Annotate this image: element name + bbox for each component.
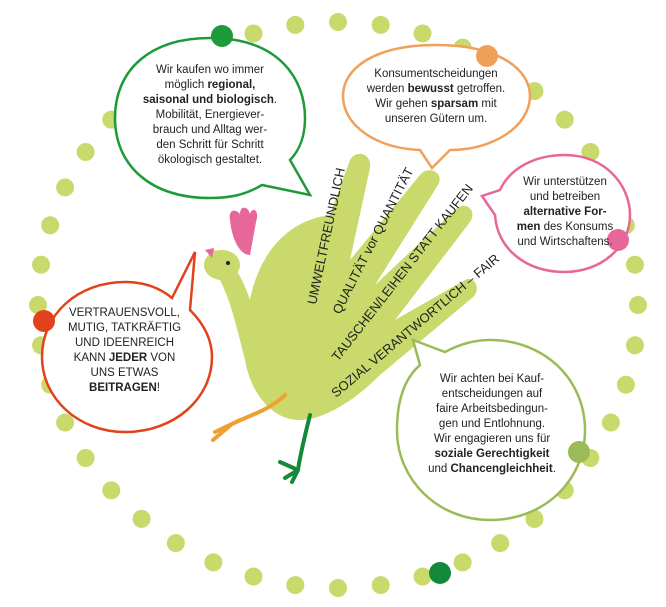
ring-dot (601, 413, 620, 432)
bubble-green (113, 36, 313, 200)
ring-dot (555, 110, 574, 129)
ring-dot (329, 579, 347, 597)
accent-dot-orange (476, 45, 498, 67)
bubble-olive-text: Wir achten bei Kauf- entscheidungen auf … (428, 373, 556, 475)
bubble-orange-text: Konsumentscheidungen werden bewusst getr… (366, 68, 506, 125)
accent-dot-green (211, 25, 233, 47)
ring-dot (41, 216, 60, 235)
rooster-comb (229, 207, 258, 255)
ring-dot (371, 576, 390, 595)
ring-dot (166, 534, 185, 553)
ring-dot (525, 509, 544, 528)
ring-dot (76, 142, 95, 161)
ring-dot (371, 15, 390, 34)
bubble-red (40, 251, 214, 434)
ring-dot (286, 576, 305, 595)
ring-dot (76, 449, 95, 468)
bubble-red-text: VERTRAUENSVOLL, MUTIG, TATKRÄFTIG UND ID… (67, 307, 182, 394)
ring-dot (629, 296, 647, 314)
ring-dot (625, 255, 644, 274)
ring-dot (244, 24, 263, 43)
ring-dot (32, 255, 51, 274)
ring-dot (29, 296, 47, 314)
bubble-orange (341, 43, 532, 170)
ring-dot (329, 13, 347, 31)
ring-dot (56, 413, 75, 432)
ring-dot (413, 24, 432, 43)
rooster-leg-orange (211, 393, 287, 442)
rooster-leg-green (278, 413, 312, 484)
accent-dot-olive (568, 441, 590, 463)
ring-dot (56, 178, 75, 197)
bubble-olive (395, 337, 587, 522)
ring-dot (286, 15, 305, 34)
bubble-pink-text: Wir unterstützen und betreiben alternati… (516, 176, 614, 248)
accent-dot-red (33, 310, 55, 332)
ring-dot (102, 481, 121, 500)
ring-dot (244, 567, 263, 586)
ring-dot (581, 142, 600, 161)
ring-dot (132, 509, 151, 528)
ring-dot (413, 567, 432, 586)
bubble-pink (480, 153, 632, 274)
ring-dot (491, 534, 510, 553)
rooster-eye (226, 261, 230, 265)
rooster-beak (205, 248, 214, 258)
accent-dot-darkgreen (429, 562, 451, 584)
ring-dot (453, 553, 472, 572)
ring-dot (616, 375, 635, 394)
accent-dot-pink (607, 229, 629, 251)
hand-rooster (204, 153, 477, 420)
ring-dot (204, 553, 223, 572)
ring-dot (625, 336, 644, 355)
bubble-green-text: Wir kaufen wo immer möglich regional, sa… (142, 64, 278, 166)
